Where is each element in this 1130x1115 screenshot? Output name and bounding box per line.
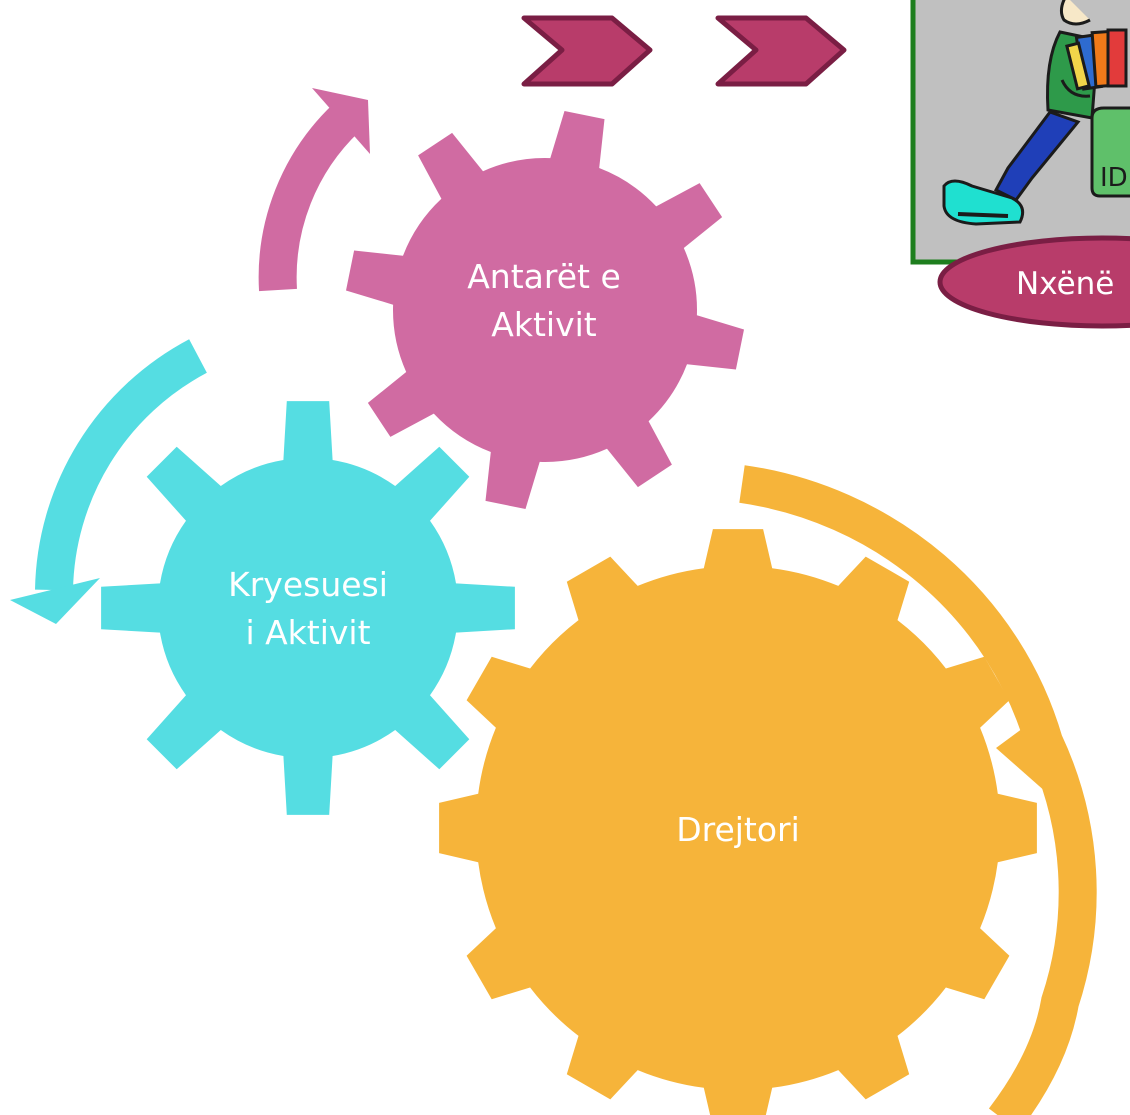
chevron-icon (521, 15, 653, 87)
arrow-orange-head (996, 720, 1064, 808)
student-illustration: IDE (942, 0, 1130, 226)
student-card: IDE Nxënë (910, 0, 1130, 329)
arrow-orange-band (739, 465, 1097, 1115)
arrow-cyan (10, 339, 208, 624)
student-badge (937, 235, 1130, 329)
gear-label-kryesuesi-line1: Kryesuesi (228, 565, 388, 604)
arrow-cyan-band (35, 339, 208, 591)
gear-drejtori (439, 529, 1037, 1115)
chevron-arrows (521, 15, 847, 87)
cycle-arrows (10, 88, 1097, 1115)
chevron-icon (715, 15, 847, 87)
gears (101, 111, 1037, 1115)
gear-kryesuesi (101, 401, 515, 815)
student-label: Nxënë (1016, 266, 1114, 302)
arrow-pink-head (312, 88, 370, 154)
arrow-pink (258, 88, 370, 292)
gear-label-kryesuesi-line2: i Aktivit (245, 613, 370, 652)
gear-antaret (346, 111, 744, 509)
gear-label-drejtori: Drejtori (676, 810, 800, 849)
arrow-cyan-head (10, 578, 100, 624)
arrow-orange (739, 465, 1097, 1115)
gear-label-antaret-line1: Antarët e (467, 257, 621, 296)
gear-labels: Drejtori Kryesuesi i Aktivit Antarët e A… (228, 257, 800, 849)
student-bag-text: IDE (1100, 163, 1130, 193)
gear-label-antaret-line2: Aktivit (491, 305, 596, 344)
arrow-pink-band (258, 104, 360, 292)
